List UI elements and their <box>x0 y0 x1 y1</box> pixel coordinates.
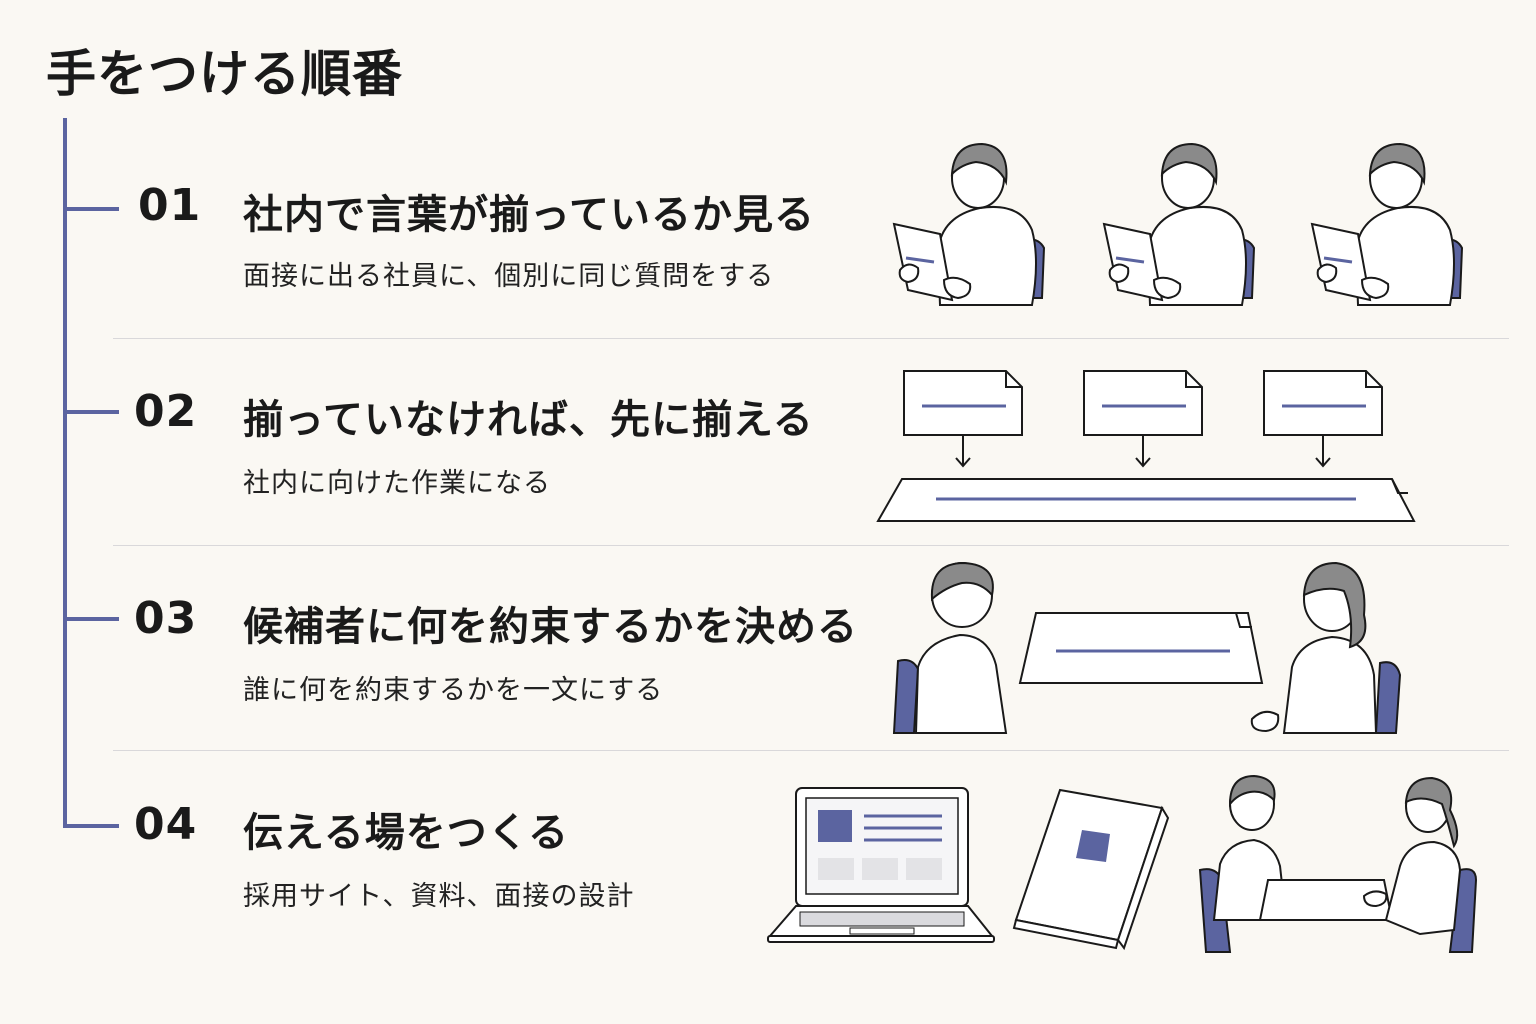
step-title: 候補者に何を約束するかを決める <box>243 604 858 650</box>
timeline-tick-4 <box>63 824 119 828</box>
step-number: 01 <box>138 180 202 231</box>
page-title: 手をつける順番 <box>46 45 403 103</box>
timeline-tick-3 <box>63 617 119 621</box>
timeline-line <box>63 118 67 828</box>
illustration-employees-reading <box>892 142 1464 307</box>
timeline-tick-2 <box>63 410 119 414</box>
divider-3 <box>113 750 1509 751</box>
laptop-icon <box>767 787 995 943</box>
step-description: 面接に出る社員に、個別に同じ質問をする <box>243 261 775 292</box>
illustration-communication-channels <box>767 774 1478 953</box>
brochure-icon <box>1012 788 1170 951</box>
interview-icon <box>1198 774 1478 953</box>
step-description: 採用サイト、資料、面接の設計 <box>243 881 635 912</box>
step-title: 社内で言葉が揃っているか見る <box>243 192 815 238</box>
step-number: 04 <box>134 799 198 850</box>
illustration-documents-merge <box>876 370 1416 522</box>
step-title: 揃っていなければ、先に揃える <box>243 397 814 443</box>
step-title: 伝える場をつくる <box>243 810 569 856</box>
step-number: 02 <box>134 386 198 437</box>
step-description: 社内に向けた作業になる <box>243 468 551 499</box>
divider-2 <box>113 545 1509 546</box>
step-description: 誰に何を約束するかを一文にする <box>243 675 664 706</box>
illustration-promise-meeting <box>892 561 1402 734</box>
divider-1 <box>113 338 1509 339</box>
timeline-tick-1 <box>63 207 119 211</box>
step-number: 03 <box>134 593 198 644</box>
